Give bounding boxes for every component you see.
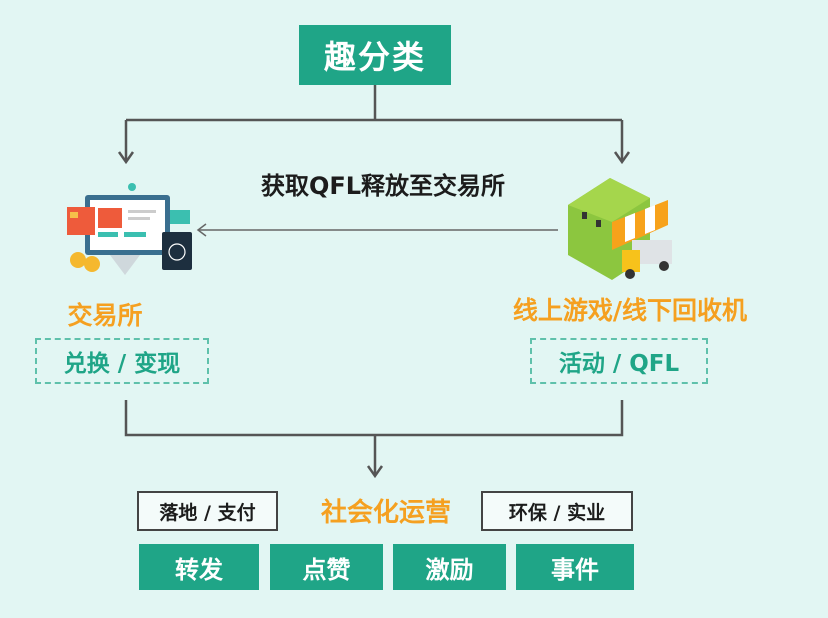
exchange-sub-box: 兑换 / 变现: [35, 338, 209, 384]
event-button: 事件: [516, 544, 634, 590]
flow-arrow: [196, 223, 558, 237]
forward-button: 转发: [139, 544, 259, 590]
incentive-button: 激励: [393, 544, 506, 590]
title-box: 趣分类: [299, 25, 451, 85]
game-sub-box: 活动 / QFL: [530, 338, 708, 384]
like-button: 点赞: [270, 544, 383, 590]
shop-truck-icon: [568, 178, 672, 280]
landing-payment-box: 落地 / 支付: [137, 491, 278, 531]
social-operation-label: 社会化运营: [320, 498, 451, 528]
down-arrowheads: [117, 151, 631, 165]
game-recycler-label: 线上游戏/线下回收机: [512, 296, 748, 325]
environment-industry-box: 环保 / 实业: [481, 491, 633, 531]
merge-arrowhead: [366, 465, 384, 479]
bottom-merge-line: [124, 400, 624, 474]
flow-label: 获取QFL释放至交易所: [260, 172, 506, 200]
exchange-icon: [67, 183, 192, 275]
exchange-label: 交易所: [67, 301, 143, 330]
top-split-line: [124, 85, 624, 160]
